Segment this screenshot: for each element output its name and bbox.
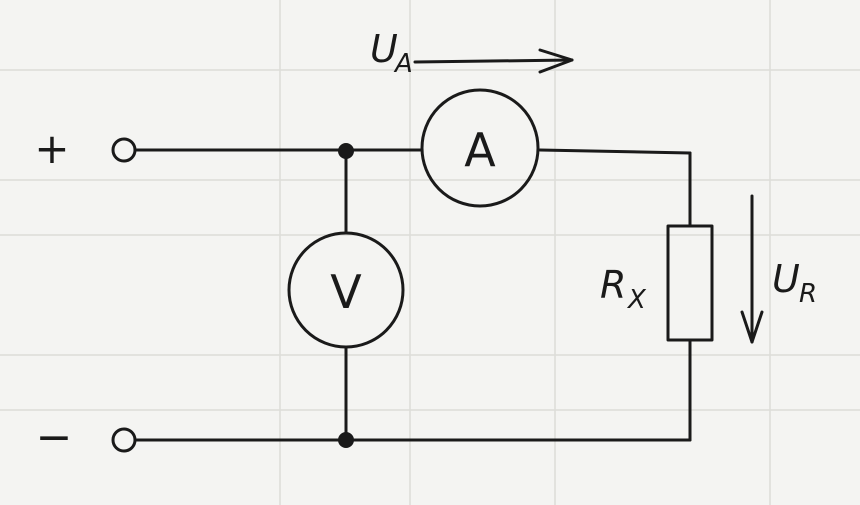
wires bbox=[134, 148, 692, 442]
resistor-rx bbox=[666, 224, 714, 342]
rx-main: R bbox=[600, 263, 626, 307]
negative-terminal bbox=[111, 427, 137, 453]
ua-label: U A bbox=[370, 27, 413, 79]
ammeter-circle bbox=[420, 88, 540, 208]
junction-bottom bbox=[338, 432, 354, 448]
voltmeter-circle bbox=[287, 231, 405, 349]
junction-top bbox=[338, 143, 354, 159]
ua-main: U bbox=[370, 27, 398, 71]
rx-label: R X bbox=[600, 263, 647, 315]
ua-arrow bbox=[413, 48, 574, 74]
minus-sign: − bbox=[36, 412, 73, 463]
ur-main: U bbox=[772, 257, 800, 301]
plus-sign: + bbox=[34, 124, 69, 173]
wire-top-right bbox=[538, 148, 692, 155]
ammeter-label: A bbox=[464, 123, 496, 177]
ur-sub: R bbox=[799, 279, 817, 309]
ur-arrow bbox=[740, 194, 764, 344]
ua-sub: A bbox=[393, 49, 413, 79]
ur-label: U R bbox=[772, 257, 817, 309]
positive-terminal bbox=[111, 137, 137, 163]
rx-sub: X bbox=[626, 285, 647, 315]
voltmeter-label: V bbox=[330, 265, 362, 319]
